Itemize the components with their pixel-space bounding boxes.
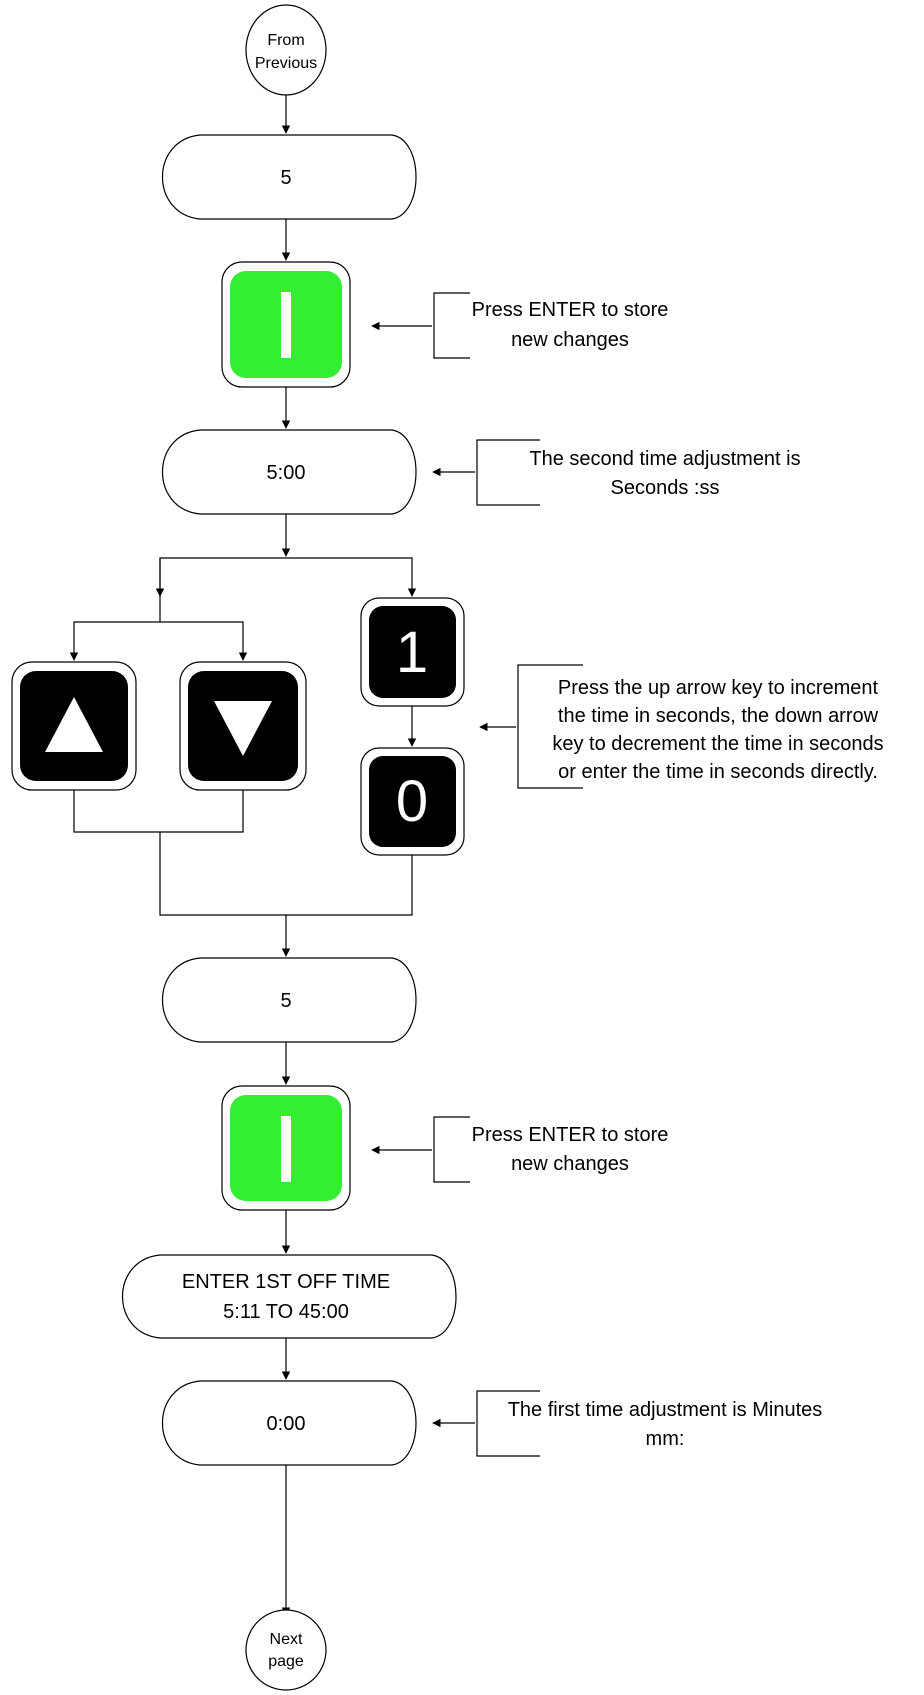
arrow-keys-branch-lines	[69, 621, 248, 661]
end-connector-line-1: Next	[270, 1631, 303, 1648]
note-5: The first time adjustment is Minutes mm:	[432, 1390, 823, 1457]
note-3-line-2: the time in seconds, the down arrow	[558, 705, 879, 727]
display-2: 5:00	[161, 429, 417, 515]
note-3: Press the up arrow key to increment the …	[479, 664, 884, 789]
display-2-text: 5:00	[267, 462, 306, 484]
number-key-1-label: 1	[396, 620, 428, 685]
note-5-line-1: The first time adjustment is Minutes	[508, 1399, 823, 1421]
enter-key-1	[221, 261, 351, 388]
enter-key-2	[221, 1085, 351, 1211]
arrow-keys-merge-lines	[73, 790, 244, 833]
display-1-text: 5	[280, 167, 291, 189]
down-arrow-icon	[214, 701, 272, 756]
note-1: Press ENTER to store new changes	[371, 292, 669, 359]
note-5-line-2: mm:	[646, 1428, 685, 1450]
up-arrow-key	[11, 661, 137, 791]
display-4: ENTER 1ST OFF TIME 5:11 TO 45:00	[121, 1254, 457, 1339]
enter-key-1-icon	[281, 292, 291, 358]
display-5-text: 0:00	[267, 1413, 306, 1435]
note-1-line-2: new changes	[511, 329, 629, 351]
note-4: Press ENTER to store new changes	[371, 1116, 669, 1183]
note-3-line-1: Press the up arrow key to increment	[558, 677, 879, 699]
note-4-line-2: new changes	[511, 1153, 629, 1175]
number-key-0: 0	[360, 747, 465, 856]
note-1-line-1: Press ENTER to store	[472, 299, 669, 321]
note-2: The second time adjustment is Seconds :s…	[432, 439, 801, 506]
flow-lines	[69, 95, 417, 1616]
display-3-text: 5	[280, 990, 291, 1012]
number-key-0-label: 0	[396, 769, 428, 834]
start-connector-line-1: From	[267, 32, 304, 49]
number-key-1: 1	[360, 597, 465, 707]
number-key-0-face	[369, 756, 456, 847]
note-3-line-4: or enter the time in seconds directly.	[558, 761, 878, 783]
display-4-line-1: ENTER 1ST OFF TIME	[182, 1271, 390, 1293]
note-2-line-2: Seconds :ss	[611, 477, 720, 499]
split-branch-lines	[155, 557, 417, 597]
start-connector: From Previous	[245, 4, 327, 96]
down-arrow-key	[179, 661, 307, 791]
display-1: 5	[161, 134, 417, 220]
end-connector-line-2: page	[268, 1653, 304, 1670]
enter-key-2-icon	[281, 1116, 291, 1182]
display-5: 0:00	[161, 1380, 417, 1466]
number-key-1-face	[369, 606, 456, 698]
start-connector-line-2: Previous	[255, 55, 317, 72]
end-connector: Next page	[245, 1609, 327, 1691]
note-2-line-1: The second time adjustment is	[529, 448, 800, 470]
up-arrow-icon	[45, 697, 103, 752]
note-3-line-3: key to decrement the time in seconds	[552, 733, 883, 755]
display-3: 5	[161, 957, 417, 1043]
note-4-line-1: Press ENTER to store	[472, 1124, 669, 1146]
display-4-line-2: 5:11 TO 45:00	[223, 1301, 349, 1323]
